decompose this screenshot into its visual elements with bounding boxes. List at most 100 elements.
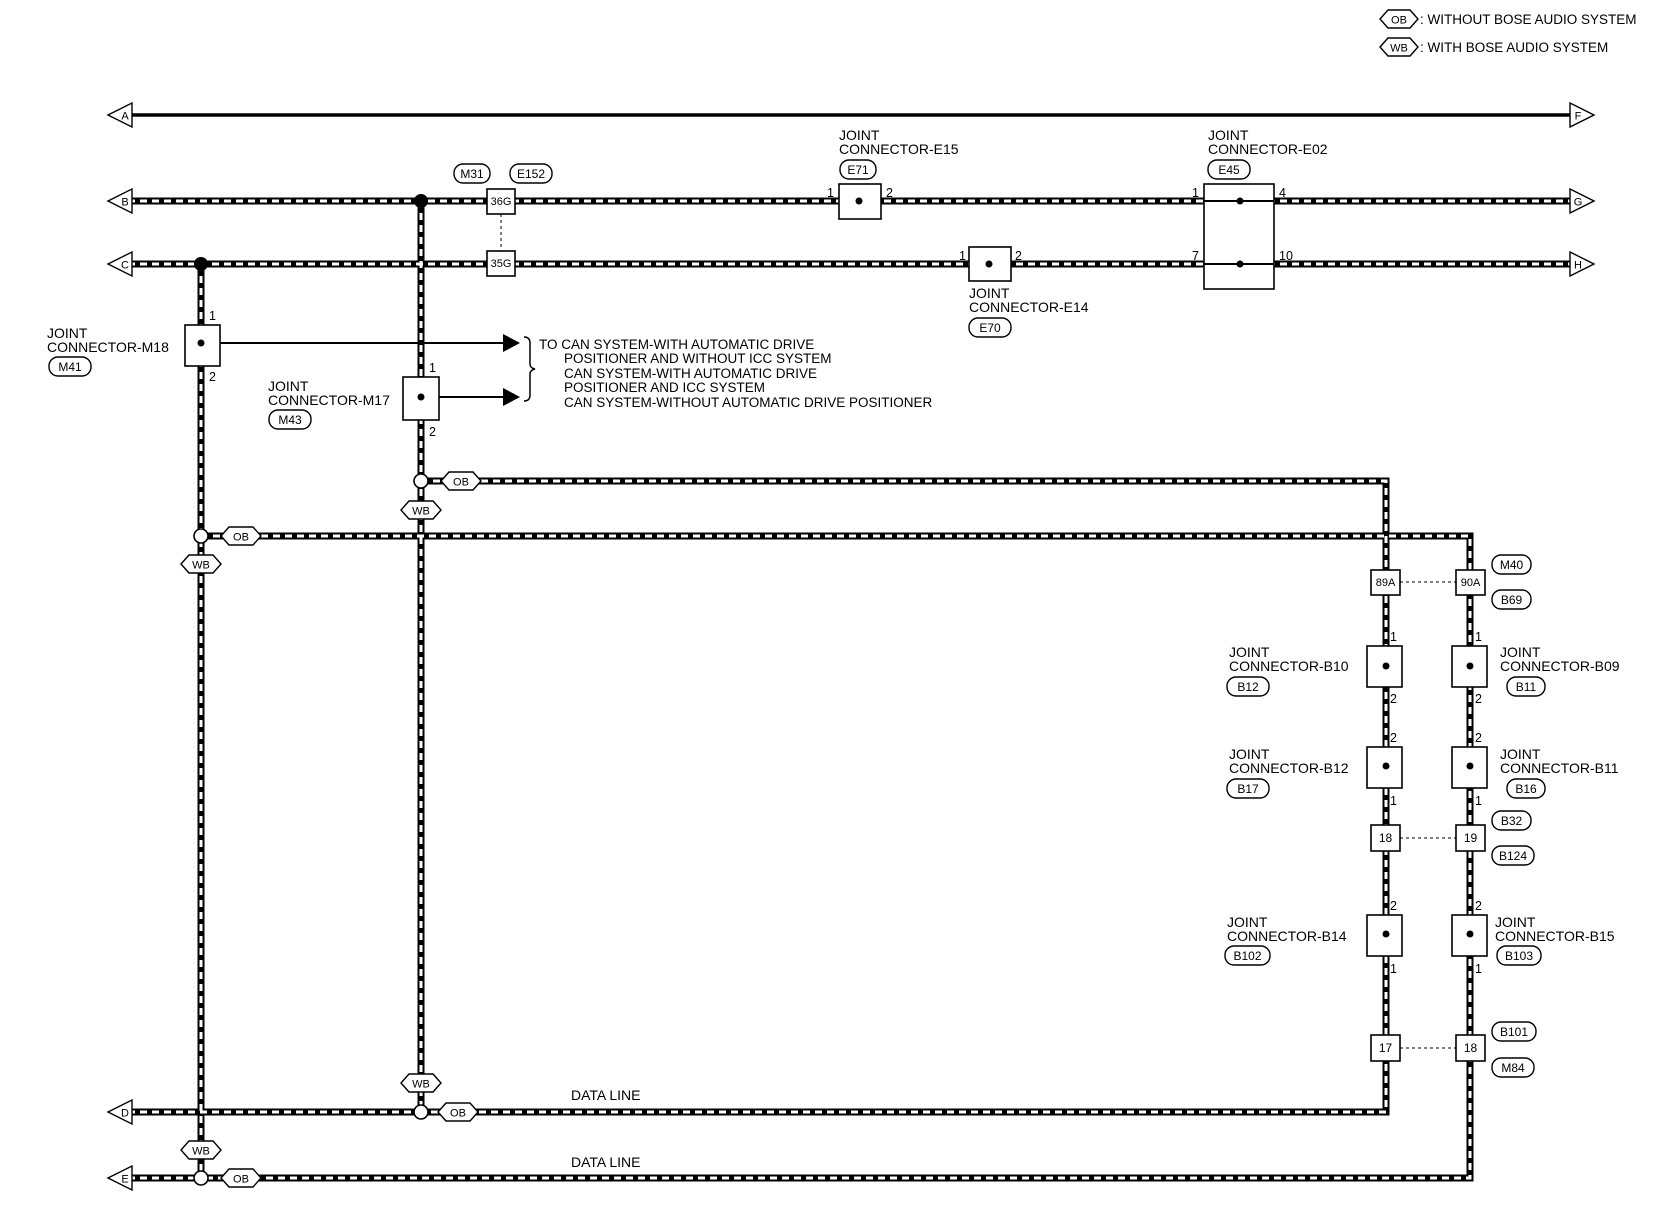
branch-circle [413, 1104, 429, 1120]
connector-tag: B11 [1516, 680, 1537, 694]
pin-label: 2 [1475, 731, 1482, 745]
joint-word: JOINT [969, 285, 1010, 301]
legend-ob-text: : WITHOUT BOSE AUDIO SYSTEM [1420, 12, 1637, 27]
data-line-label-d: DATA LINE [571, 1087, 641, 1103]
junction-dot [855, 197, 863, 205]
can-note-line: TO CAN SYSTEM-WITH AUTOMATIC DRIVE [539, 337, 814, 352]
connector-name: CONNECTOR-M17 [268, 392, 390, 408]
junction-dot [1382, 930, 1390, 938]
harness-pin-box [1370, 569, 1401, 596]
junction-dot [1466, 930, 1474, 938]
branch-m17-lower: WB OB [400, 1073, 479, 1122]
joint-connector-b15: 2 1 JOINT CONNECTOR-B15 B103 [1451, 899, 1615, 976]
terminal-e-shape [106, 1164, 133, 1192]
terminals: A F B G C H D E [106, 101, 1596, 1192]
connector-box [184, 324, 221, 367]
harness-m40-b69: 89A 90A M40 B69 [1370, 554, 1532, 610]
harness-pin-box [1370, 824, 1401, 852]
pin-label: 7 [1192, 249, 1199, 263]
harness-pin-18: 18 [1464, 1041, 1478, 1055]
ob-code: OB [233, 532, 249, 544]
joint-connector-e15: 1 2 JOINT CONNECTOR-E15 E71 [827, 127, 959, 220]
terminal-c-shape [106, 250, 133, 278]
connector-tag: E71 [847, 163, 869, 177]
connector-tag: E45 [1218, 163, 1240, 177]
wires-dash [128, 199, 1570, 1180]
joint-word: JOINT [1500, 644, 1541, 660]
ob-tag-shape [1379, 9, 1419, 29]
connector-name: CONNECTOR-E15 [839, 141, 959, 157]
wb-tag-shape [400, 500, 442, 520]
wb-code: WB [192, 560, 210, 572]
tag-shape [1226, 778, 1270, 799]
joint-word: JOINT [1229, 644, 1270, 660]
can-note-line: CAN SYSTEM-WITHOUT AUTOMATIC DRIVE POSIT… [564, 395, 933, 410]
junction-dot [1466, 762, 1474, 770]
can-system-note: TO CAN SYSTEM-WITH AUTOMATIC DRIVE POSIT… [523, 336, 933, 410]
branch-circle [193, 1170, 209, 1186]
wb-tag-shape [180, 554, 222, 574]
pin-label: 1 [827, 186, 834, 200]
legend-ob: OB : WITHOUT BOSE AUDIO SYSTEM [1379, 9, 1637, 29]
harness-pin-19: 19 [1464, 831, 1478, 845]
ob-tag-shape [220, 526, 262, 546]
pin-label: 1 [1192, 186, 1199, 200]
branch-circle [193, 528, 209, 544]
joint-connector-b12: 2 1 JOINT CONNECTOR-B12 B17 [1226, 731, 1403, 808]
tag-shape [1226, 676, 1270, 697]
terminal-h-label: H [1574, 260, 1582, 272]
terminal-h: H [1569, 250, 1596, 278]
pin-label: 2 [209, 370, 216, 384]
pin-label: 2 [886, 186, 893, 200]
junction-dot [1382, 662, 1390, 670]
terminal-d-shape [106, 1098, 133, 1126]
ob-code: OB [453, 477, 469, 489]
joint-connector-b10: 1 2 JOINT CONNECTOR-B10 B12 [1226, 630, 1403, 706]
terminal-e-label: E [121, 1174, 128, 1186]
harness-pin-36g: 36G [491, 196, 512, 208]
pin-label: 2 [1390, 692, 1397, 706]
pin-label: 1 [959, 249, 966, 263]
splice-dot-b [414, 194, 428, 208]
joint-word: JOINT [268, 378, 309, 394]
joint-connector-e02: 1 4 7 10 JOINT CONNECTOR-E02 E45 [1192, 127, 1328, 290]
terminal-a-shape [106, 101, 133, 129]
joint-word: JOINT [839, 127, 880, 143]
connector-name: CONNECTOR-M18 [47, 339, 169, 355]
tag-shape [1491, 589, 1532, 610]
terminal-f-shape [1569, 101, 1596, 129]
pin-label: 2 [429, 425, 436, 439]
terminal-a: A [106, 101, 133, 129]
branch-m17-upper: OB WB [400, 471, 482, 520]
junction-dot [197, 339, 205, 347]
can-arrow-icon [503, 334, 520, 352]
ob-code: OB [450, 1108, 466, 1120]
pin-label: 1 [1390, 962, 1397, 976]
wire-ob-loop-d-dash [421, 479, 1388, 1114]
pin-label: 2 [1390, 899, 1397, 913]
harness-pin-18: 18 [1379, 831, 1393, 845]
branch-m18-upper: OB WB [180, 526, 262, 574]
pin-label: 4 [1279, 186, 1286, 200]
joint-word: JOINT [1500, 746, 1541, 762]
wb-tag-shape [180, 1140, 222, 1160]
ob-tag-shape [437, 1102, 479, 1122]
harness-b32-b124: 18 19 B32 B124 [1370, 810, 1535, 866]
tag-shape [1224, 945, 1271, 966]
joint-connector-b09: 1 2 JOINT CONNECTOR-B09 B11 [1451, 630, 1620, 706]
junction-dot [985, 260, 993, 268]
wire-ob-loop-e-dash [201, 534, 1472, 1180]
harness-pin-90a: 90A [1461, 577, 1481, 589]
joint-word: JOINT [1495, 914, 1536, 930]
connector-tag: B12 [1237, 680, 1259, 694]
terminal-g: G [1569, 187, 1596, 215]
data-line-label-e: DATA LINE [571, 1154, 641, 1170]
pin-label: 1 [429, 361, 436, 375]
harness-tag-m31: M31 [460, 167, 484, 181]
joint-connector-b11: 2 1 JOINT CONNECTOR-B11 B16 [1451, 731, 1619, 808]
connector-name: CONNECTOR-E02 [1208, 141, 1328, 157]
joint-word: JOINT [1229, 746, 1270, 762]
harness-m31-e152: 36G 35G M31 E152 [453, 163, 553, 277]
connector-tag: B103 [1505, 949, 1533, 963]
